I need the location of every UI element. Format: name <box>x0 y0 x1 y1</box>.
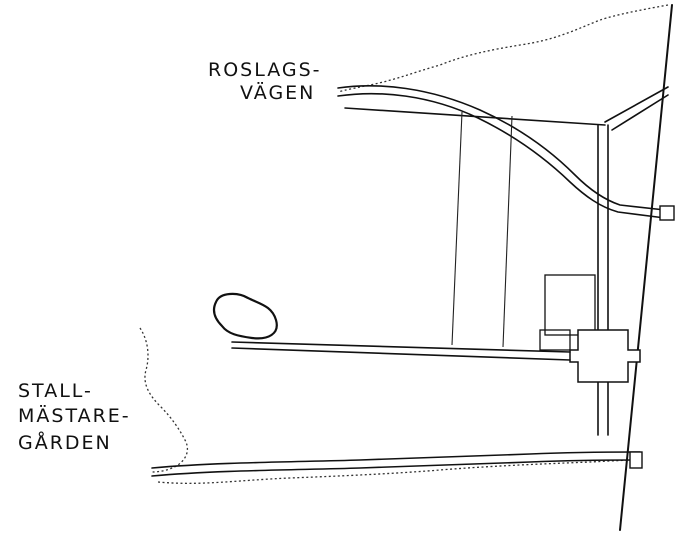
building-annex <box>539 329 571 351</box>
north-cross-road <box>344 107 606 126</box>
grid-line-east <box>502 115 513 348</box>
pond-shape <box>212 292 278 340</box>
shoreline-south <box>157 459 631 484</box>
label-stallmastaregarden-line3: GÅRDEN <box>18 431 112 454</box>
grid-line-west <box>451 111 463 346</box>
label-roslagsvagen-line2: VÄGEN <box>240 81 315 104</box>
shoreline-north <box>337 4 669 93</box>
middle-east-west-road <box>231 341 571 361</box>
label-stallmastaregarden-line2: MÄSTARE- <box>18 404 131 427</box>
label-roslagsvagen-line1: ROSLAGS- <box>208 59 322 81</box>
central-cross-building <box>569 329 641 383</box>
northeast-branch-road <box>604 86 669 131</box>
roslagsvagen-road <box>337 85 675 221</box>
shoreline-west <box>139 327 189 473</box>
south-road <box>151 451 643 477</box>
building-small <box>544 274 596 336</box>
label-stallmastaregarden-line1: STALL- <box>18 380 93 402</box>
vertical-avenue <box>597 124 609 436</box>
main-diagonal-road <box>619 4 673 531</box>
